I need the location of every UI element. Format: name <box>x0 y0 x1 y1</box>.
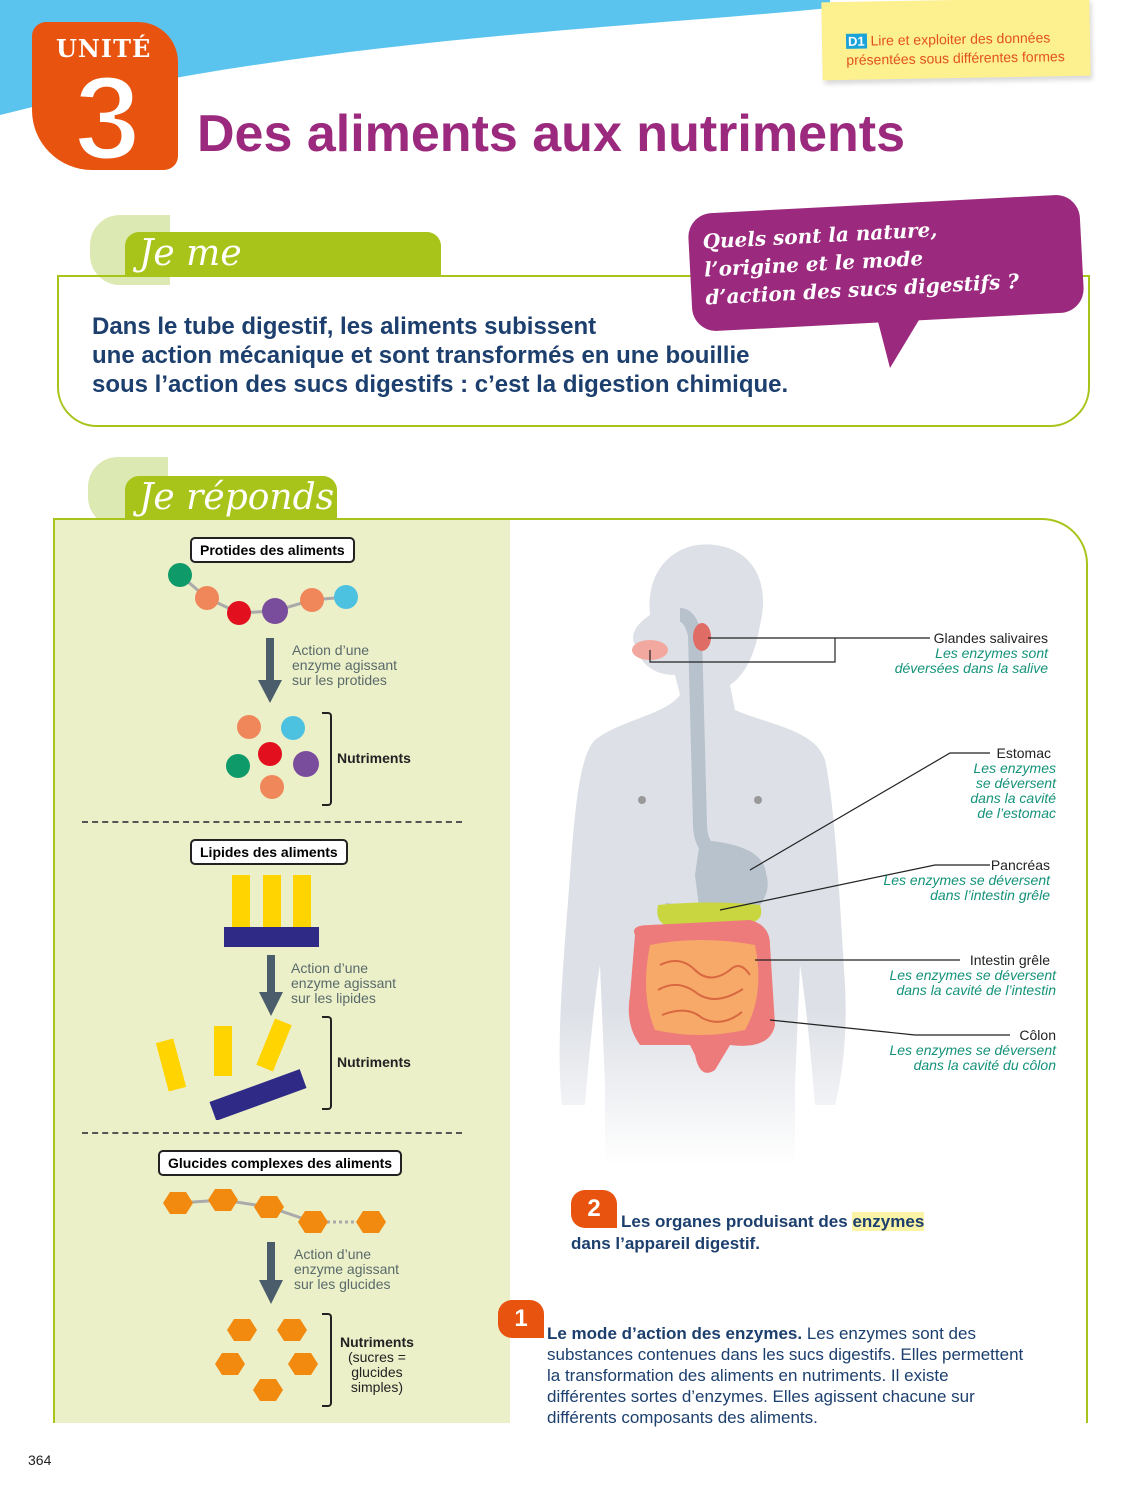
lipides-header: Lipides des aliments <box>190 839 348 865</box>
document-1-number: 1 <box>498 1300 544 1338</box>
page-title: Des aliments aux nutriments <box>197 105 905 163</box>
question-text: Dans le tube digestif, les aliments subi… <box>92 312 788 399</box>
divider <box>82 1132 462 1134</box>
question-box <box>57 275 1090 427</box>
header-swoosh <box>0 0 830 115</box>
unit-label: UNITÉ <box>56 34 152 63</box>
question-bubble: Quels sont la nature, l’origine et le mo… <box>687 193 1085 333</box>
page-number: 364 <box>28 1452 52 1468</box>
bracket <box>322 1313 332 1407</box>
divider <box>82 821 462 823</box>
glucides-header: Glucides complexes des aliments <box>158 1150 403 1176</box>
section-tab-question: Je me questionne <box>125 232 441 318</box>
question-line: une action mécanique et sont transformés… <box>92 342 750 369</box>
document-1-panel <box>55 520 510 1423</box>
protides-header: Protides des aliments <box>190 537 355 563</box>
caption-highlight: enzymes <box>852 1212 925 1231</box>
lipides-result: Nutriments <box>337 1054 411 1070</box>
unit-badge: UNITÉ 3 <box>32 22 178 185</box>
document-1-caption: Le mode d’action des enzymes. Les enzyme… <box>547 1324 1024 1427</box>
question-line: Dans le tube digestif, les aliments subi… <box>92 313 597 340</box>
protides-diagram <box>168 563 358 799</box>
bracket <box>322 1016 332 1110</box>
skill-code: D1 <box>845 33 867 49</box>
protides-result: Nutriments <box>337 750 411 766</box>
skill-text: Lire et exploiter des données <box>870 29 1051 49</box>
lipides-diagram <box>155 875 319 1120</box>
bracket <box>322 712 332 806</box>
document-2-number: 2 <box>571 1190 617 1228</box>
skill-text-2: présentées sous différentes formes <box>846 48 1065 68</box>
section-tab-answer: Je réponds <box>125 476 337 520</box>
document-2-caption: Les organes produisant des enzymes <box>621 1211 925 1232</box>
bubble-tail <box>875 310 925 368</box>
caption-text: Les organes produisant des <box>621 1212 853 1231</box>
answer-box <box>53 518 1088 1423</box>
question-line: sous l’action des sucs digestifs : c’est… <box>92 371 789 398</box>
glucides-diagram <box>163 1189 386 1401</box>
document-2-caption-line-2: dans l’appareil digestif. <box>571 1234 760 1253</box>
digestive-system-illustration <box>559 544 1010 1165</box>
unit-number: 3 <box>72 51 143 185</box>
